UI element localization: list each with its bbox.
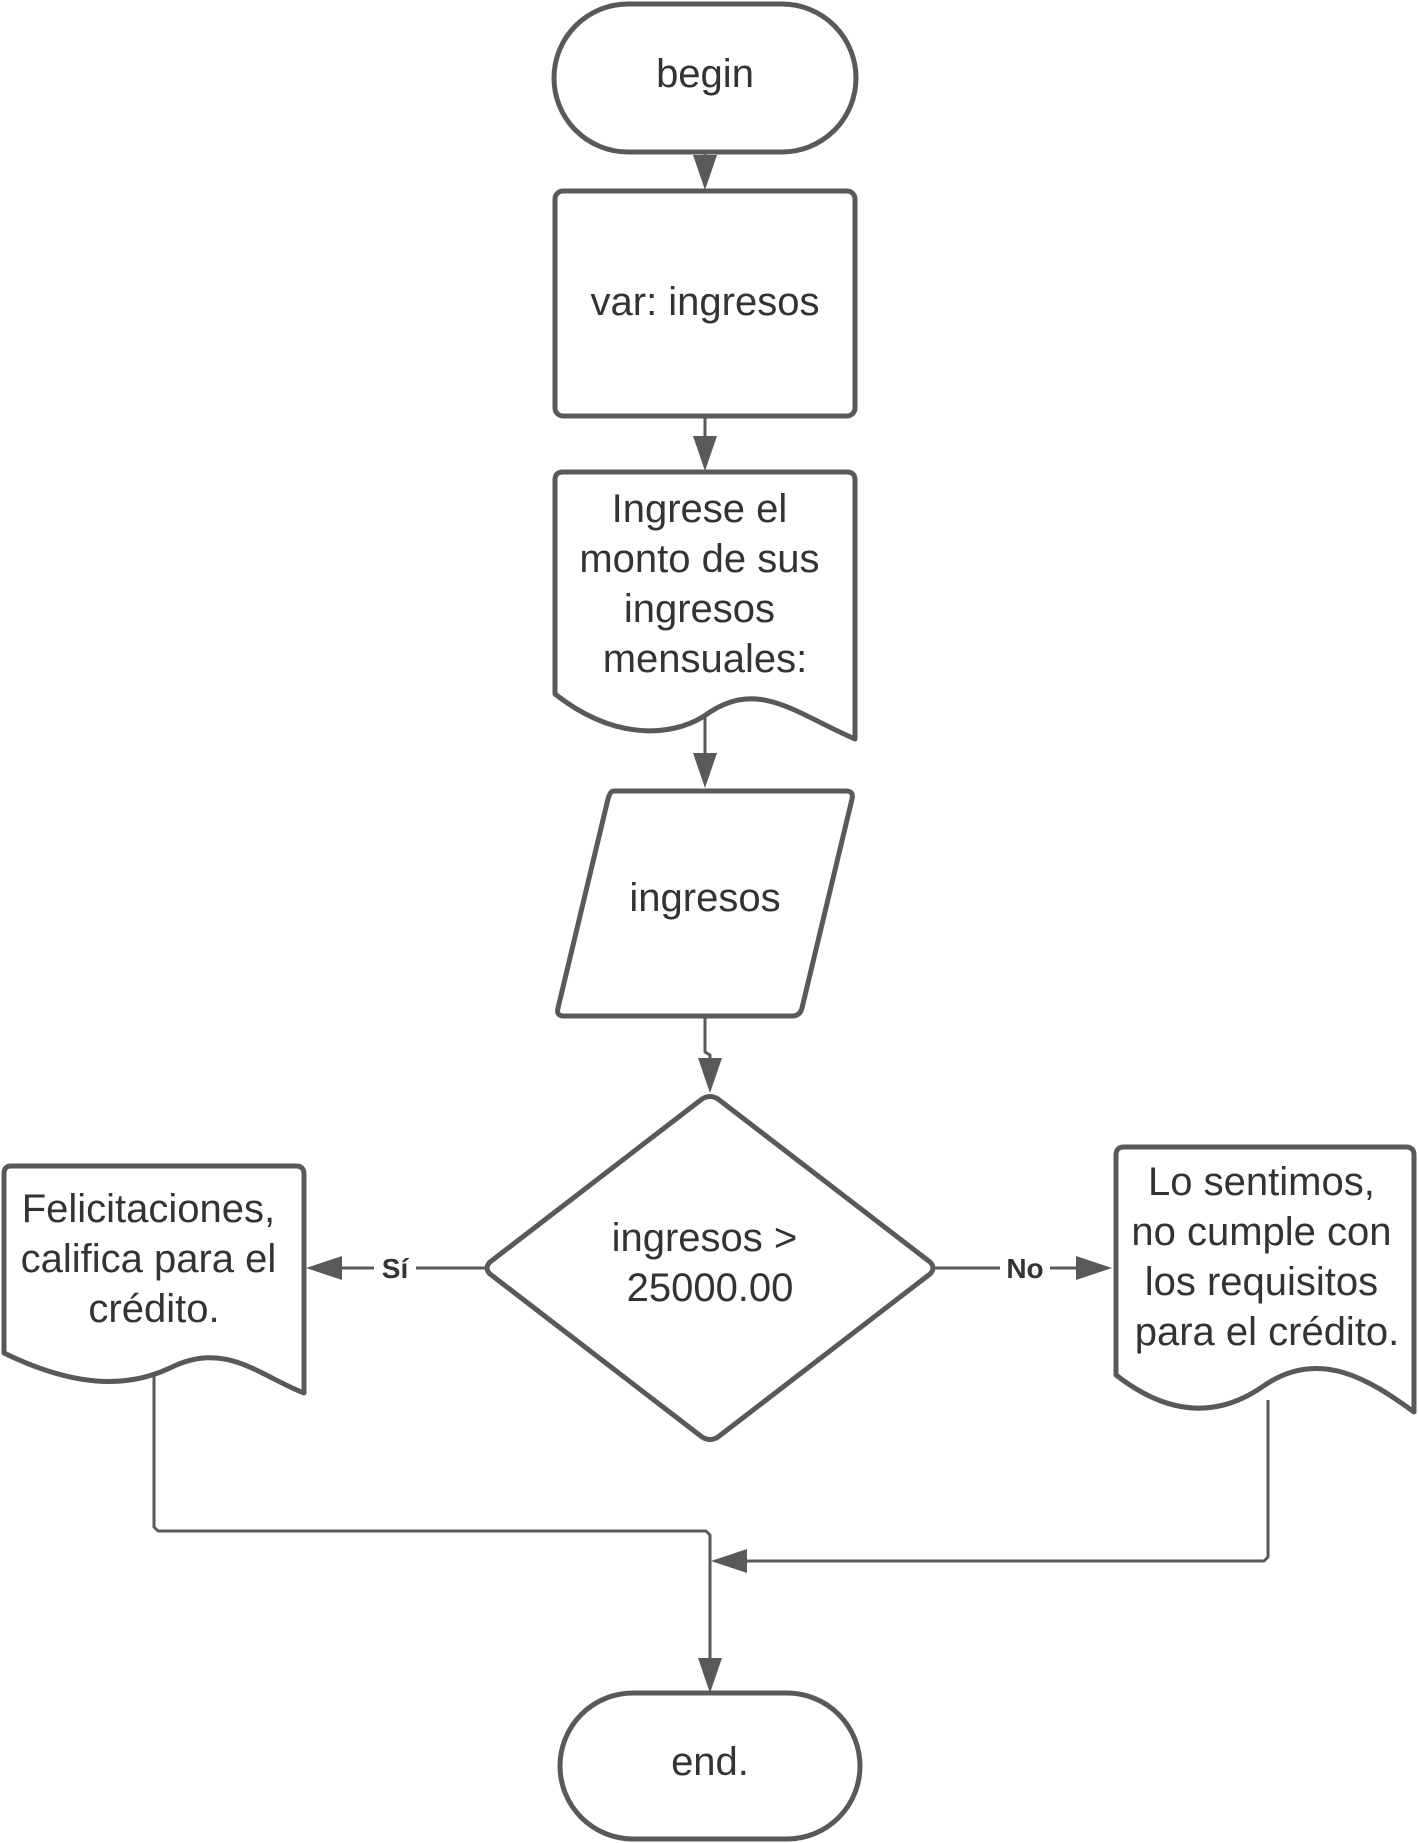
arrowhead-no-output <box>1076 1256 1112 1280</box>
node-no-output-text: Lo sentimos, no cumple con los requisito… <box>1131 1160 1402 1354</box>
edge-yes-to-end <box>152 1372 712 1670</box>
node-input-text: ingresos <box>629 876 780 920</box>
node-prompt: Ingrese el monto de sus ingresos mensual… <box>552 469 858 742</box>
node-yes-output-text: Felicitaciones, califica para el crédito… <box>21 1187 288 1331</box>
arrowhead-merge <box>711 1549 747 1573</box>
node-end-text: end. <box>671 1740 749 1784</box>
node-end: end. <box>557 1690 863 1842</box>
node-no-output: Lo sentimos, no cumple con los requisito… <box>1113 1144 1417 1415</box>
edge-label-yes-text: Sí <box>382 1253 410 1284</box>
node-declare: var: ingresos <box>552 188 858 419</box>
arrowhead-declare <box>693 155 717 190</box>
edge-label-no: No <box>1000 1250 1050 1284</box>
node-input: ingresos <box>555 788 855 1019</box>
node-declare-text: var: ingresos <box>591 280 820 324</box>
edge-label-yes: Sí <box>374 1250 416 1284</box>
arrowhead-end <box>698 1658 722 1693</box>
node-decision-text: ingresos > 25000.00 <box>612 1216 809 1310</box>
node-begin: begin <box>551 1 859 155</box>
node-yes-output: Felicitaciones, califica para el crédito… <box>1 1163 307 1396</box>
arrowhead-prompt <box>693 436 717 471</box>
edge-label-no-text: No <box>1006 1253 1043 1284</box>
arrowhead-input <box>693 753 717 788</box>
edge-no-to-merge <box>735 1400 1270 1563</box>
node-prompt-text: Ingrese el monto de sus ingresos mensual… <box>579 487 830 681</box>
node-begin-text: begin <box>656 52 754 96</box>
arrowhead-yes-output <box>306 1256 342 1280</box>
node-decision: ingresos > 25000.00 <box>484 1094 936 1442</box>
connectors <box>152 152 1270 1693</box>
arrowhead-decision <box>698 1058 722 1093</box>
